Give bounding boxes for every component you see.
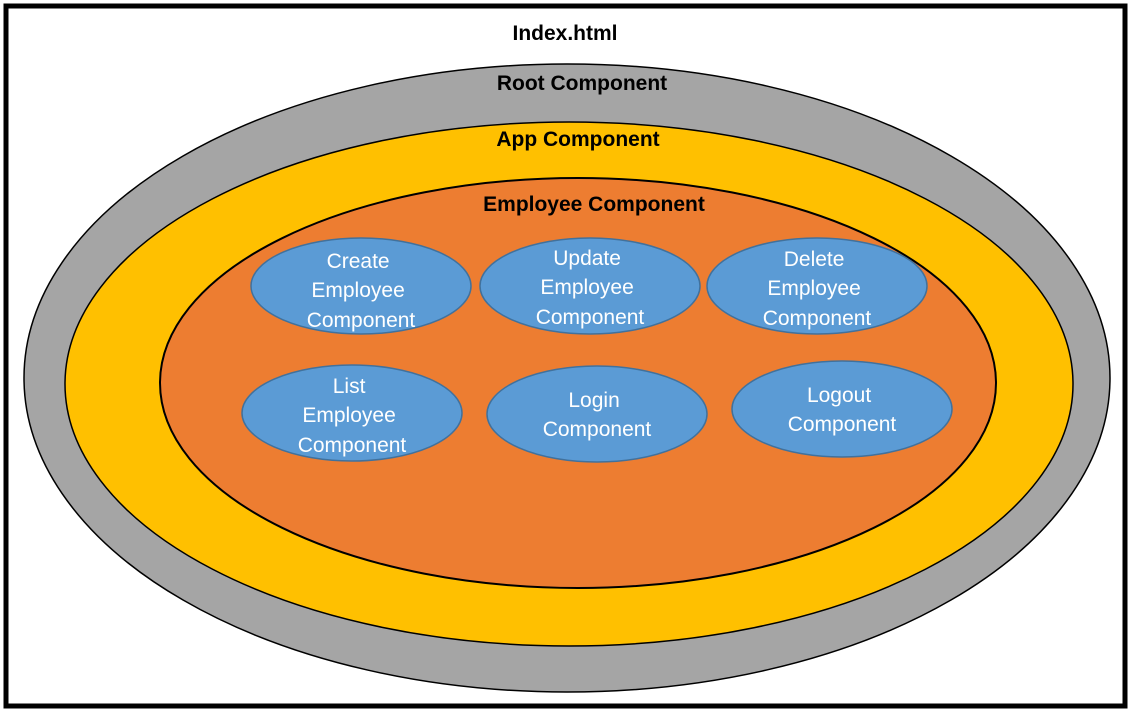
login-component-ellipse (486, 365, 708, 463)
delete-label-line-1: Delete (784, 248, 845, 271)
update-label-line-2: Employee (540, 276, 633, 299)
employee-component-title: Employee Component (483, 193, 705, 216)
logout-label-line-2: Component (788, 413, 897, 436)
app-component-title: App Component (496, 128, 659, 151)
list-label-line-1: List (333, 375, 366, 398)
index-frame-title: Index.html (512, 22, 617, 45)
list-employee-component-label: List Employee Component (298, 375, 407, 457)
update-label-line-1: Update (553, 247, 621, 270)
delete-label-line-3: Component (763, 307, 872, 330)
create-label-line-2: Employee (311, 279, 404, 302)
list-employee-component-ellipse (241, 364, 463, 462)
delete-label-line-2: Employee (767, 277, 860, 300)
delete-employee-component-label: Delete Employee Component (763, 248, 872, 330)
login-component-label: Login Component (543, 389, 652, 441)
component-node-logout: Logout Component (731, 360, 953, 458)
login-label-line-1: Login (568, 389, 619, 412)
create-employee-component-label: Create Employee Component (307, 250, 416, 332)
component-node-delete: Delete Employee Component (706, 237, 928, 335)
create-label-line-1: Create (327, 250, 390, 273)
update-employee-component-label: Update Employee Component (536, 247, 645, 329)
list-label-line-2: Employee (302, 404, 395, 427)
list-label-line-3: Component (298, 434, 407, 457)
root-component-title: Root Component (497, 72, 667, 95)
delete-employee-component-ellipse (706, 237, 928, 335)
logout-label-line-1: Logout (807, 384, 871, 407)
logout-component-label: Logout Component (788, 384, 897, 436)
update-label-line-3: Component (536, 306, 645, 329)
update-employee-component-ellipse (479, 237, 701, 335)
component-node-login: Login Component (486, 365, 708, 463)
component-node-update: Update Employee Component (479, 237, 701, 335)
create-employee-component-ellipse (250, 237, 472, 335)
component-node-list: List Employee Component (241, 364, 463, 462)
create-label-line-3: Component (307, 309, 416, 332)
login-label-line-2: Component (543, 418, 652, 441)
logout-component-ellipse (731, 360, 953, 458)
component-node-create: Create Employee Component (250, 237, 472, 335)
